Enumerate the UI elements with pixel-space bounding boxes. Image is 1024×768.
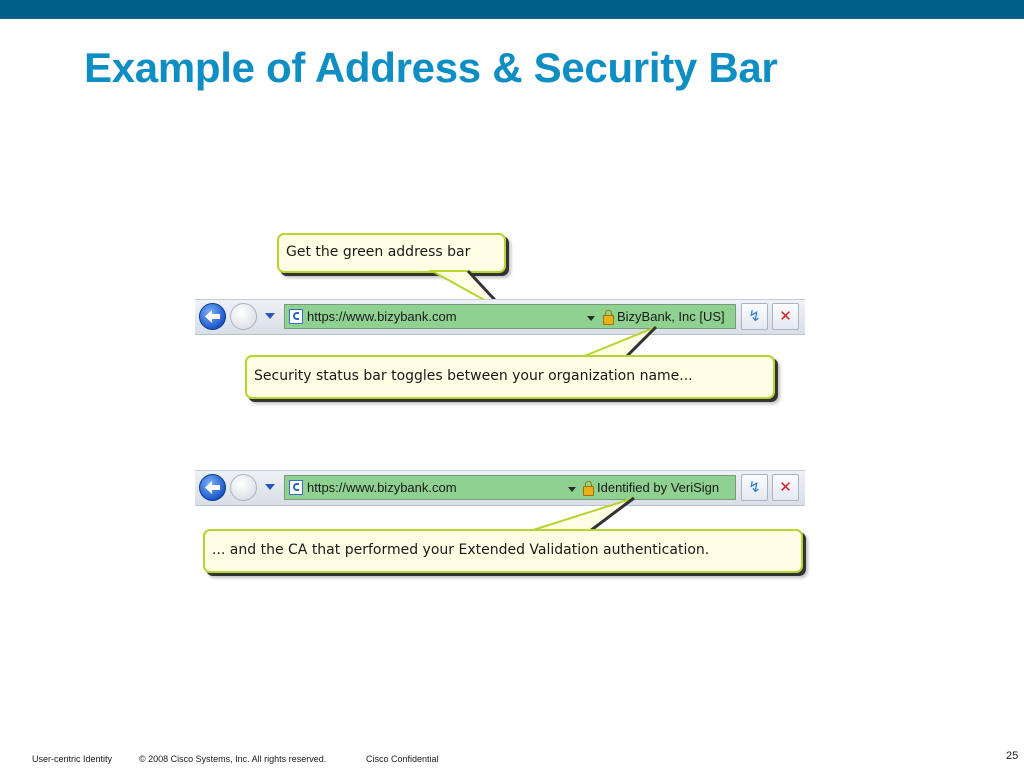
forward-button[interactable]: [230, 474, 257, 501]
history-dropdown-icon[interactable]: [265, 313, 275, 319]
history-dropdown-icon[interactable]: [265, 484, 275, 490]
refresh-button[interactable]: ↯: [741, 303, 768, 330]
header-band: [0, 0, 1024, 19]
refresh-icon: ↯: [748, 478, 761, 496]
callout-green-bar: Get the green address bar: [277, 233, 506, 273]
browser-address-bar-2: https://www.bizybank.com Identified by V…: [195, 470, 805, 506]
forward-button[interactable]: [230, 303, 257, 330]
page-number: 25: [1006, 750, 1019, 762]
page-icon: [289, 480, 303, 495]
callout-org-name: Security status bar toggles between your…: [245, 355, 775, 399]
back-button[interactable]: [199, 303, 226, 330]
lock-icon[interactable]: [603, 310, 614, 325]
stop-button[interactable]: ✕: [772, 303, 799, 330]
address-dropdown-icon[interactable]: [568, 487, 576, 492]
security-status[interactable]: BizyBank, Inc [US]: [617, 309, 725, 324]
footer-copyright: © 2008 Cisco Systems, Inc. All rights re…: [139, 754, 327, 764]
address-dropdown-icon[interactable]: [587, 316, 595, 321]
stop-icon: ✕: [779, 307, 792, 325]
callout-ca-name-text: ... and the CA that performed your Exten…: [212, 542, 710, 558]
callout-ca-name: ... and the CA that performed your Exten…: [203, 529, 803, 573]
security-status[interactable]: Identified by VeriSign: [597, 480, 720, 495]
back-arrow-icon: [205, 481, 220, 494]
lock-icon[interactable]: [583, 481, 594, 496]
slide-title: Example of Address & Security Bar: [84, 44, 778, 91]
stop-icon: ✕: [779, 478, 792, 496]
footer-classification: Cisco Confidential: [366, 754, 439, 764]
address-field[interactable]: https://www.bizybank.com BizyBank, Inc […: [284, 304, 736, 329]
stop-button[interactable]: ✕: [772, 474, 799, 501]
url-text: https://www.bizybank.com: [307, 480, 457, 495]
url-text: https://www.bizybank.com: [307, 309, 457, 324]
footer-project: User-centric Identity: [32, 754, 113, 764]
callout-green-bar-text: Get the green address bar: [286, 244, 471, 260]
back-button[interactable]: [199, 474, 226, 501]
refresh-button[interactable]: ↯: [741, 474, 768, 501]
address-field[interactable]: https://www.bizybank.com Identified by V…: [284, 475, 736, 500]
refresh-icon: ↯: [748, 307, 761, 325]
browser-address-bar-1: https://www.bizybank.com BizyBank, Inc […: [195, 299, 805, 335]
page-icon: [289, 309, 303, 324]
callout-org-name-text: Security status bar toggles between your…: [254, 368, 693, 384]
back-arrow-icon: [205, 310, 220, 323]
